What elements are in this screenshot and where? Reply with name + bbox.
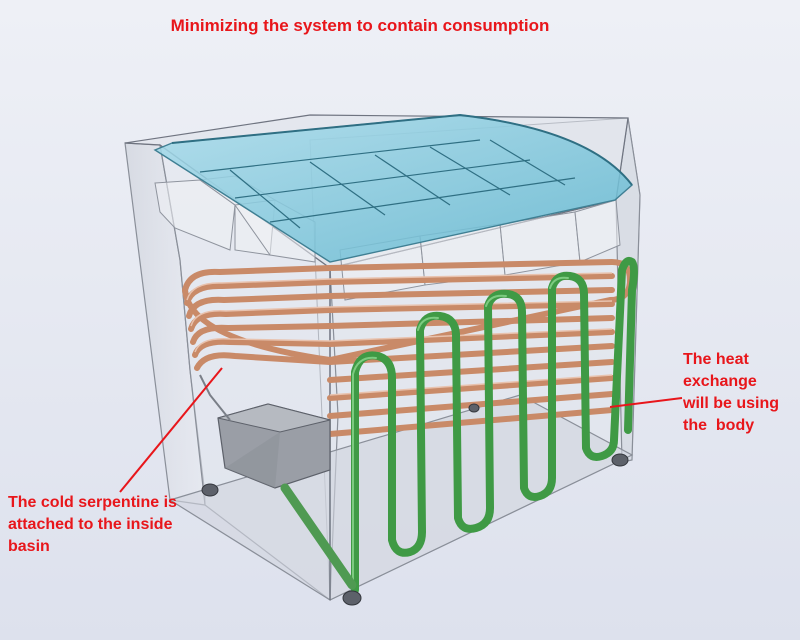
diagram-title: Minimizing the system to contain consump…	[170, 16, 550, 35]
cold-serpentine-annotation: The cold serpentine is attached to the i…	[8, 492, 228, 558]
lid-grid	[199, 139, 576, 229]
condenser-feed-pipe	[280, 483, 357, 590]
green-coil-highlight	[352, 276, 569, 589]
annotation-line: the body	[683, 417, 755, 434]
annotation-line: will be using	[683, 395, 780, 412]
refrigerant-line	[199, 374, 231, 421]
copper-serpentine	[182, 259, 633, 437]
annotation-line: attached to the inside	[8, 516, 173, 533]
caster-wheels	[201, 403, 629, 606]
annotation-line: The heat	[683, 351, 749, 368]
heat-exchange-pointer	[609, 397, 683, 408]
cold-serpentine-pointer	[119, 367, 223, 493]
compressor	[217, 403, 331, 489]
annotation-line: basin	[8, 538, 50, 555]
annotation-line: exchange	[683, 373, 757, 390]
annotation-line: The cold serpentine is	[8, 494, 177, 511]
glass-lid	[153, 113, 633, 263]
heat-exchange-annotation: The heat exchange will be using the body	[683, 349, 798, 437]
green-condenser-coil	[351, 257, 638, 594]
copper-highlights	[186, 272, 613, 396]
